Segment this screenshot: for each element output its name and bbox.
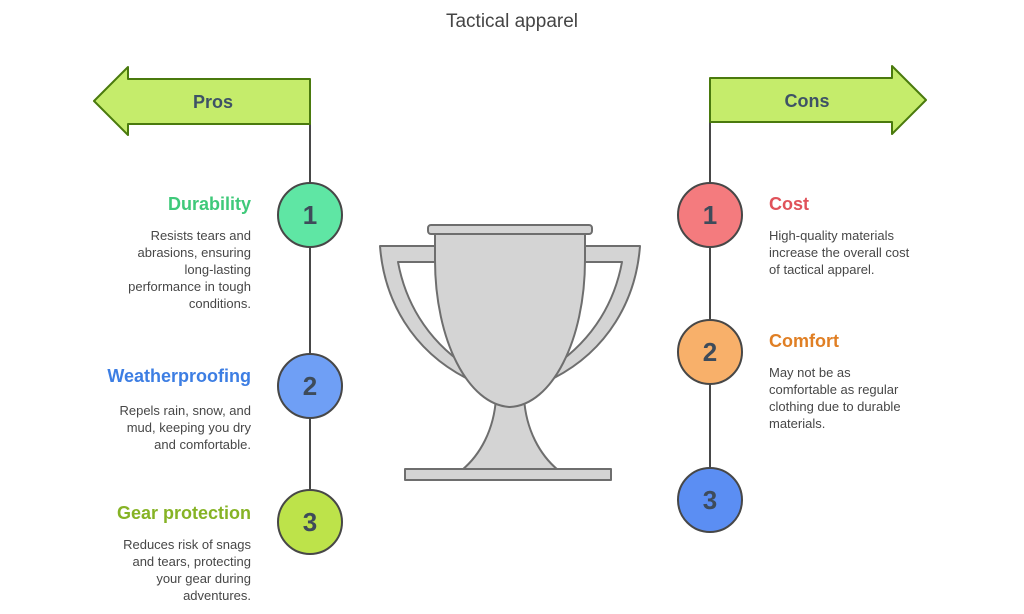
cons-item-1-heading: Cost — [769, 194, 809, 214]
desc-line: mud, keeping you dry — [126, 420, 251, 435]
pros-item-3-description: Reduces risk of snags and tears, protect… — [11, 536, 251, 604]
trophy-base — [404, 468, 612, 481]
desc-line: High-quality materials — [769, 228, 894, 243]
pros-item-1-badge: 1 — [277, 182, 343, 248]
desc-line: conditions. — [188, 296, 251, 311]
desc-line: clothing due to durable — [769, 399, 901, 414]
cons-item-2-badge: 2 — [677, 319, 743, 385]
pros-item-3: Gear protection Reduces risk of snags an… — [11, 503, 251, 604]
desc-line: Repels rain, snow, and — [119, 403, 251, 418]
desc-line: Reduces risk of snags — [123, 537, 251, 552]
trophy-rim — [427, 224, 593, 235]
desc-line: increase the overall cost — [769, 245, 910, 260]
pros-item-3-badge: 3 — [277, 489, 343, 555]
cons-item-1-description: High-quality materials increase the over… — [769, 227, 1009, 278]
pros-label: Pros — [192, 92, 234, 112]
pros-item-2-badge: 2 — [277, 353, 343, 419]
desc-line: abrasions, ensuring — [137, 245, 251, 260]
desc-line: Resists tears and — [150, 228, 251, 243]
desc-line: and tears, protecting — [132, 554, 251, 569]
cons-label: Cons — [784, 91, 830, 111]
desc-line: performance in tough — [128, 279, 251, 294]
desc-line: and comfortable. — [154, 437, 251, 452]
pros-arrow — [93, 66, 311, 136]
cons-arrow — [709, 65, 927, 135]
desc-line: comfortable as regular — [769, 382, 899, 397]
desc-line: of tactical apparel. — [769, 262, 875, 277]
pros-item-2-heading: Weatherproofing — [107, 366, 251, 386]
trophy-icon — [379, 224, 641, 481]
page-title: Tactical apparel — [445, 11, 579, 32]
trophy-cup — [434, 232, 586, 408]
pros-item-2: Weatherproofing Repels rain, snow, and m… — [11, 366, 251, 453]
desc-line: long-lasting — [184, 262, 252, 277]
cons-item-2-description: May not be as comfortable as regular clo… — [769, 364, 1009, 432]
cons-item-2: Comfort May not be as comfortable as reg… — [769, 331, 1009, 432]
desc-line: materials. — [769, 416, 826, 431]
cons-item-1: Cost High-quality materials increase the… — [769, 194, 1009, 278]
desc-line: May not be as — [769, 365, 851, 380]
pros-item-1-heading: Durability — [167, 194, 251, 214]
desc-line: your gear during — [156, 571, 251, 586]
trophy-stem — [461, 397, 559, 471]
pros-item-3-heading: Gear protection — [116, 503, 251, 523]
cons-item-1-badge: 1 — [677, 182, 743, 248]
cons-item-3-badge: 3 — [677, 467, 743, 533]
pros-item-2-description: Repels rain, snow, and mud, keeping you … — [11, 402, 251, 453]
cons-item-2-heading: Comfort — [769, 331, 839, 351]
pros-item-1: Durability Resists tears and abrasions, … — [11, 194, 251, 312]
pros-item-1-description: Resists tears and abrasions, ensuring lo… — [11, 227, 251, 312]
desc-line: adventures. — [183, 588, 251, 603]
